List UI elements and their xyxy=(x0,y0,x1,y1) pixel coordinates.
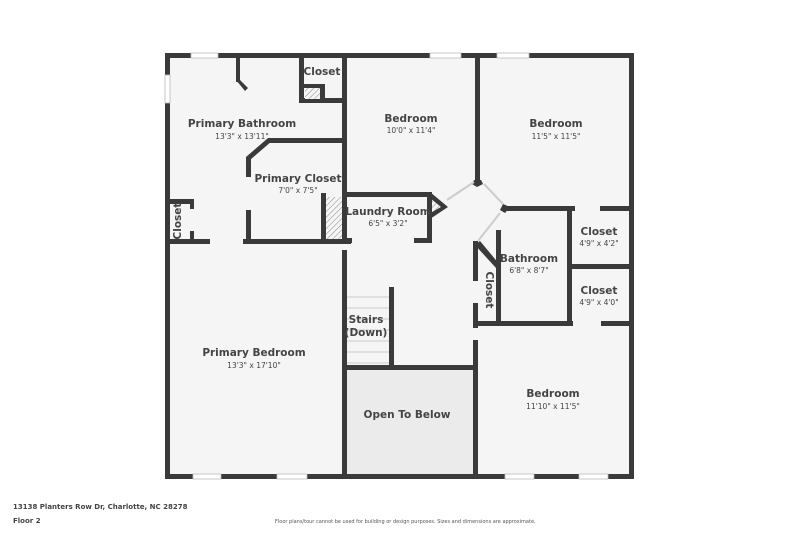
room-label-stairs: Stairs xyxy=(349,314,384,326)
room-label-primary-closet: Primary Closet xyxy=(254,173,341,185)
room-label-closet-right-top: Closet xyxy=(581,226,618,238)
floor-label: Floor 2 xyxy=(13,517,41,525)
property-address: 13138 Planters Row Dr, Charlotte, NC 282… xyxy=(13,503,188,511)
room-label-closet-right-bottom: Closet xyxy=(581,285,618,297)
room-label-bathroom: Bathroom xyxy=(500,253,558,265)
room-dim-bedroom-3: 11'10" x 11'5" xyxy=(526,402,580,411)
room-label-bedroom-1: Bedroom xyxy=(384,113,437,125)
windows xyxy=(164,52,609,480)
room-dim-closet-right-bottom: 4'9" x 4'0" xyxy=(579,298,618,307)
room-label-laundry-room: Laundry Room xyxy=(345,206,430,218)
room-dim-closet-right-top: 4'9" x 4'2" xyxy=(579,239,618,248)
room-label-bedroom-3: Bedroom xyxy=(526,388,579,400)
room-label-closet-hall: Closet xyxy=(483,272,495,309)
room-dim-bedroom-2: 11'5" x 11'5" xyxy=(532,132,581,141)
walls xyxy=(165,53,634,479)
stairs-steps xyxy=(347,296,389,364)
room-dim-primary-bedroom: 13'3" x 17'10" xyxy=(227,361,281,370)
room-label-primary-bathroom: Primary Bathroom xyxy=(188,118,296,130)
open-to-below-area xyxy=(346,368,473,475)
room-dim-primary-closet: 7'0" x 7'5" xyxy=(278,186,317,195)
room-label-primary-bedroom: Primary Bedroom xyxy=(202,347,305,359)
room-label-open-to-below: Open To Below xyxy=(364,409,451,421)
chase-hatch xyxy=(432,200,440,212)
room-dim-primary-bathroom: 13'3" x 13'11" xyxy=(215,132,269,141)
room-label-stairs-line2: (Down) xyxy=(345,327,388,339)
disclaimer: Floor plans/tour cannot be used for buil… xyxy=(275,519,536,525)
chase-hatch xyxy=(305,88,320,99)
room-label-closet-left: Closet xyxy=(172,203,184,240)
room-label-bedroom-2: Bedroom xyxy=(529,118,582,130)
chase-hatch xyxy=(326,197,342,239)
room-dim-bathroom: 6'8" x 8'7" xyxy=(509,266,548,275)
room-dim-bedroom-1: 10'0" x 11'4" xyxy=(387,126,436,135)
room-dim-laundry-room: 6'5" x 3'2" xyxy=(368,219,407,228)
door-openings xyxy=(446,181,504,242)
room-label-closet-top: Closet xyxy=(304,66,341,78)
